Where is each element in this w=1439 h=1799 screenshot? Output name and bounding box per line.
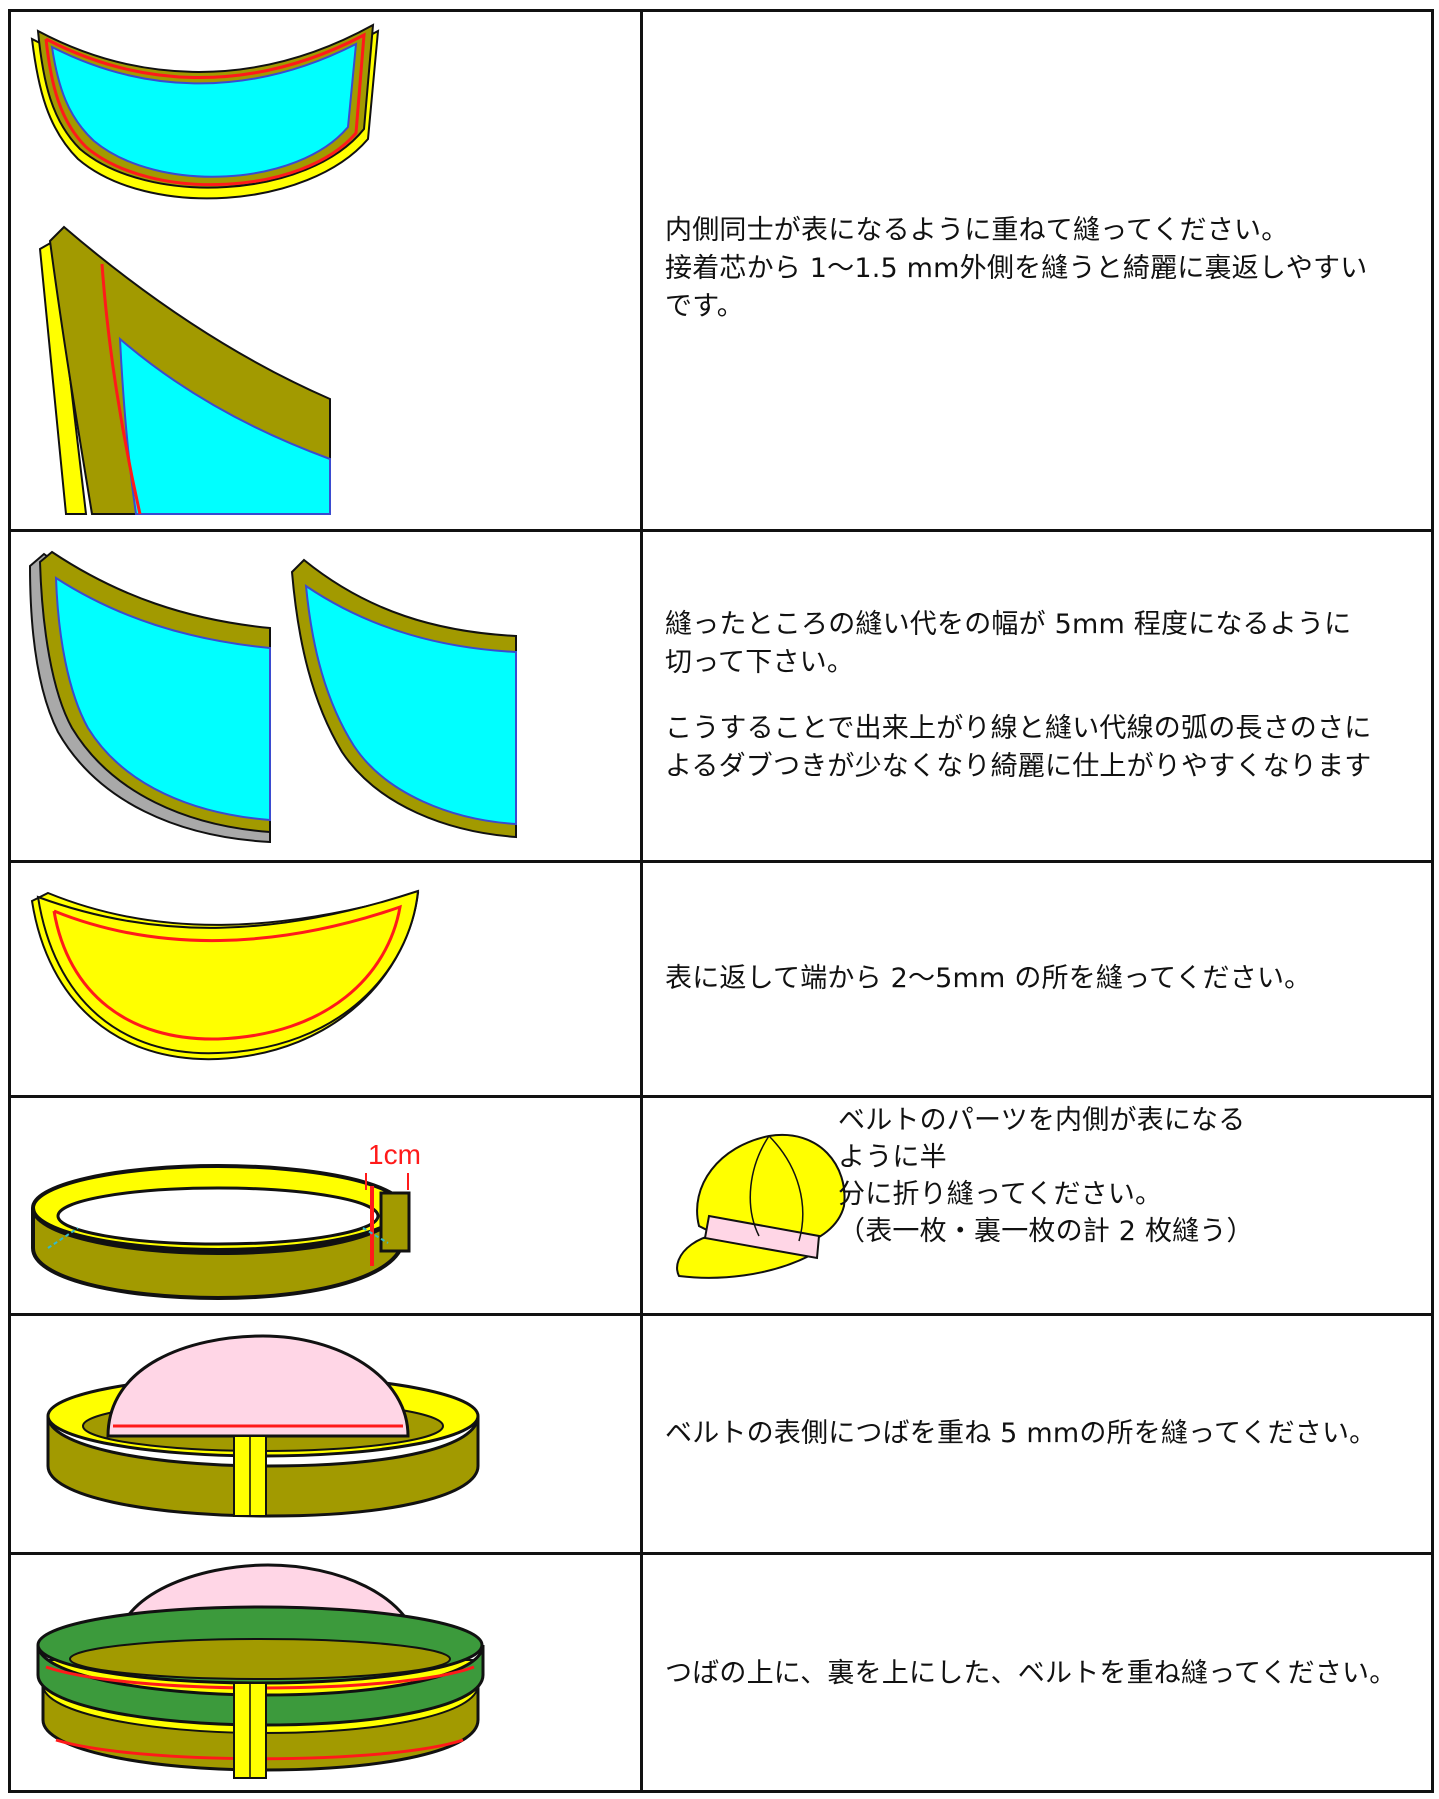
step-4-text-block: ベルトのパーツを内側が表になるように半 分に折り縫ってください。 （表一枚・裏一… — [838, 1102, 1258, 1250]
step-4-line-3: （表一枚・裏一枚の計 2 枚縫う） — [838, 1216, 1254, 1247]
step-4-text: ベルトのパーツを内側が表になるように半 分に折り縫ってください。 （表一枚・裏一… — [643, 1098, 1434, 1313]
step-6-illustration — [8, 1555, 643, 1793]
step-1-illustration — [8, 9, 643, 529]
step-row-1: 内側同士が表になるように重ねて縫ってください。 接着芯から 1〜1.5 mm外側… — [8, 9, 1434, 529]
step-4-line-1: ベルトのパーツを内側が表になるように半 — [838, 1105, 1246, 1173]
step-5-illustration — [8, 1316, 643, 1552]
step-3-line-1: 表に返して端から 2〜5mm の所を縫ってください。 — [665, 963, 1312, 994]
step-2-p1-line-2: 切って下さい。 — [665, 647, 855, 678]
step-2-p2-line-1: こうすることで出来上がり線と縫い代線の弧の長さのさに — [665, 713, 1372, 744]
step-2-text: 縫ったところの縫い代をの幅が 5mm 程度になるように 切って下さい。 こうする… — [643, 532, 1434, 860]
step-row-5: ベルトの表側につばを重ね 5 mmの所を縫ってください。 — [8, 1316, 1434, 1552]
step-5-text: ベルトの表側につばを重ね 5 mmの所を縫ってください。 — [643, 1316, 1434, 1552]
step-2-illustration — [8, 532, 643, 860]
step-1-line-2: 接着芯から 1〜1.5 mm外側を縫うと綺麗に裏返しやすい — [665, 253, 1368, 284]
step-row-4: 1cm ベルトのパーツを内側が表になるように半 分に折り縫ってください。 （表一… — [8, 1098, 1434, 1313]
step-4-illustration: 1cm — [8, 1098, 643, 1313]
step-row-6: つばの上に、裏を上にした、ベルトを重ね縫ってください。 — [8, 1555, 1434, 1793]
step-3-illustration — [8, 863, 643, 1095]
table-border — [8, 9, 1434, 1793]
step-6-text: つばの上に、裏を上にした、ベルトを重ね縫ってください。 — [643, 1555, 1434, 1793]
step-2-p2-line-2: よるダブつきが少なくなり綺麗に仕上がりやすくなります — [665, 751, 1372, 782]
instruction-table: 内側同士が表になるように重ねて縫ってください。 接着芯から 1〜1.5 mm外側… — [8, 9, 1434, 1793]
row-divider — [8, 529, 1434, 532]
step-4-line-2: 分に折り縫ってください。 — [838, 1179, 1163, 1210]
step-row-3: 表に返して端から 2〜5mm の所を縫ってください。 — [8, 863, 1434, 1095]
row-divider — [8, 860, 1434, 863]
step-1-text: 内側同士が表になるように重ねて縫ってください。 接着芯から 1〜1.5 mm外側… — [643, 9, 1434, 529]
step-3-text: 表に返して端から 2〜5mm の所を縫ってください。 — [643, 863, 1434, 1095]
step-1-line-1: 内側同士が表になるように重ねて縫ってください。 — [665, 215, 1289, 246]
row-divider — [8, 1313, 1434, 1316]
row-divider — [8, 1552, 1434, 1555]
step-5-line-1: ベルトの表側につばを重ね 5 mmの所を縫ってください。 — [665, 1418, 1377, 1449]
cap-icon — [676, 1133, 846, 1279]
step-6-line-1: つばの上に、裏を上にした、ベルトを重ね縫ってください。 — [665, 1658, 1397, 1689]
measure-label: 1cm — [368, 1139, 421, 1170]
row-divider — [8, 1095, 1434, 1098]
step-1-line-3: です。 — [665, 291, 744, 322]
step-2-p1-line-1: 縫ったところの縫い代をの幅が 5mm 程度になるように — [665, 609, 1352, 640]
step-row-2: 縫ったところの縫い代をの幅が 5mm 程度になるように 切って下さい。 こうする… — [8, 532, 1434, 860]
